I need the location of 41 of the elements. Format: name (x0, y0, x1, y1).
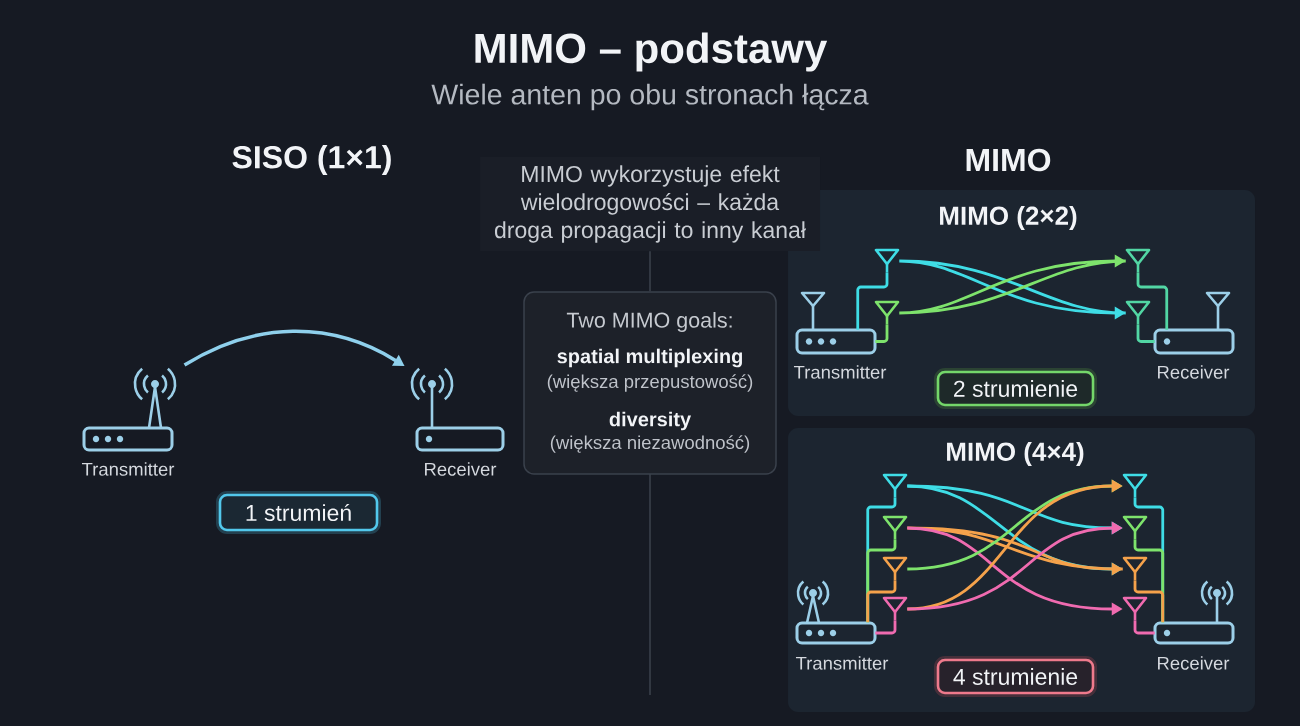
antenna-cable (866, 580, 897, 623)
antenna-icon (882, 515, 908, 539)
antenna-icon (1122, 473, 1148, 497)
antenna-icon (882, 556, 908, 580)
callout-note: MIMO wykorzystuje efekt wielodrogowości – każda droga propagacji to inny kanał (480, 157, 820, 251)
antenna-cable (875, 620, 897, 635)
device-label: Transmitter (796, 656, 889, 670)
device-label: Transmitter (82, 462, 175, 476)
antenna-icon (1125, 248, 1151, 272)
antenna-icon (874, 248, 900, 272)
antenna-icon (1122, 596, 1148, 620)
device-label: Receiver (1158, 365, 1230, 379)
antenna-icon (1122, 515, 1148, 539)
term: diversity (609, 411, 692, 431)
antenna-cable (1133, 620, 1155, 635)
title: MIMO – podstawy (475, 32, 828, 72)
antenna-icon (1125, 300, 1151, 324)
term: spatial multiplexing (557, 348, 742, 368)
antenna-cable (1133, 580, 1165, 623)
device-label: Receiver (1158, 656, 1230, 670)
stream-box: 2 strumienie (934, 368, 1097, 409)
description: (większa niezawodność) (550, 435, 750, 453)
section-heading: SISO (1×1) (232, 145, 391, 175)
box-heading: Two MIMO goals: (566, 312, 732, 332)
stream-box: 1 strumień (216, 491, 381, 534)
antenna-cable (856, 272, 889, 330)
subtitle: Wiele anten po obu stronach łącza (431, 83, 869, 111)
panel-heading: MIMO (2×2) (940, 205, 1077, 231)
antenna-icon (874, 300, 900, 324)
antenna-icon (882, 473, 908, 497)
description: (większa przepustowość) (547, 374, 753, 392)
antenna-cable (1136, 272, 1169, 330)
section-heading: MIMO (966, 148, 1051, 172)
antenna-icon (1122, 556, 1148, 580)
device-label: Receiver (425, 462, 497, 476)
antenna-cable (1136, 324, 1155, 343)
antenna-icon (882, 596, 908, 620)
panel-heading: MIMO (4×4) (947, 441, 1084, 467)
device-label: Transmitter (794, 365, 887, 379)
antenna-cable (875, 324, 889, 343)
stream-box: 4 strumienie (934, 656, 1097, 697)
